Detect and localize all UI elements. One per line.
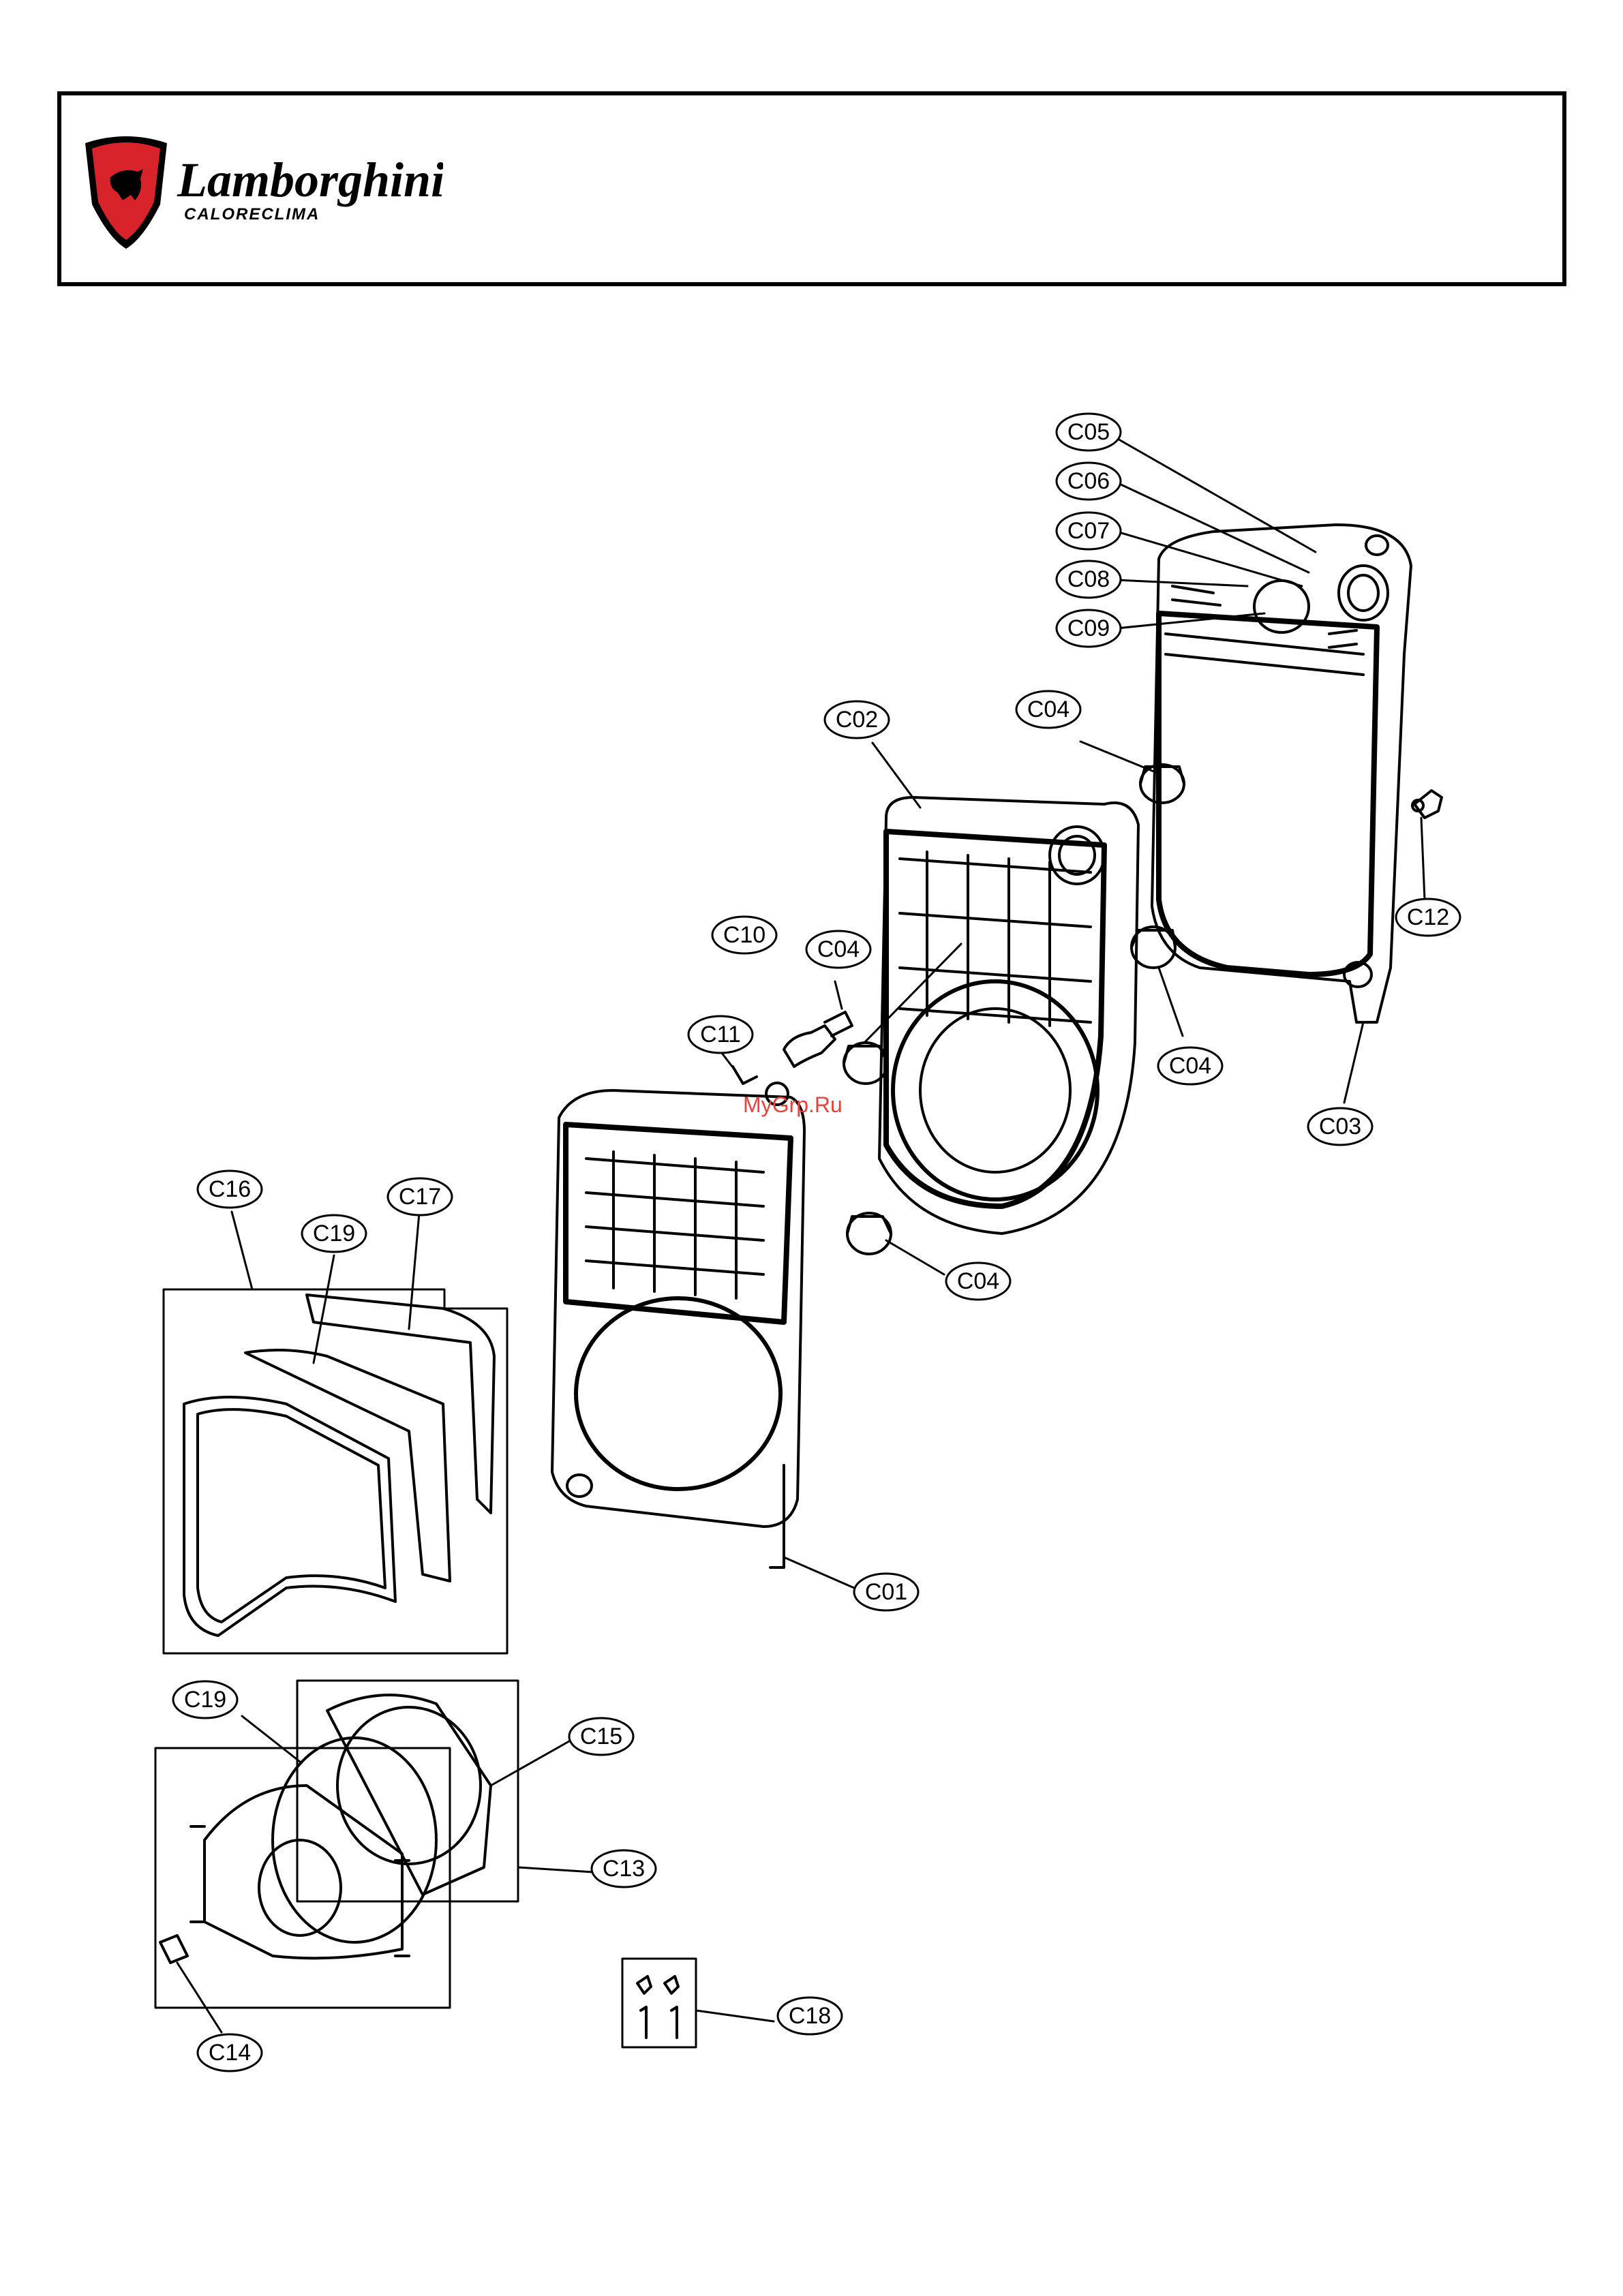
label-c15: C15 — [580, 1724, 622, 1749]
label-c04-top: C04 — [1027, 697, 1070, 722]
label-c10: C10 — [723, 922, 765, 948]
label-c02: C02 — [836, 707, 878, 733]
label-c19-upper: C19 — [313, 1221, 355, 1246]
label-c01: C01 — [865, 1579, 907, 1605]
label-c08: C08 — [1067, 566, 1110, 592]
label-c12: C12 — [1407, 904, 1449, 930]
label-c09: C09 — [1067, 615, 1110, 641]
label-c14: C14 — [209, 2040, 251, 2066]
label-c19-lower: C19 — [184, 1687, 226, 1713]
front-casting-c01 — [552, 1067, 804, 1567]
fitting-c10 — [784, 1012, 852, 1067]
label-c04-bottom: C04 — [957, 1268, 999, 1294]
label-c06: C06 — [1067, 468, 1110, 494]
burner-group-c13 — [155, 1681, 518, 2008]
gasket-kit-c16 — [164, 1289, 507, 1653]
label-c04-left: C04 — [817, 936, 860, 962]
watermark: MyGrp.Ru — [743, 1092, 843, 1117]
label-c03: C03 — [1319, 1114, 1361, 1139]
middle-section-c02 — [879, 797, 1138, 1234]
label-c13: C13 — [603, 1856, 645, 1882]
label-c07: C07 — [1067, 518, 1110, 544]
rear-casting-c03 — [1152, 525, 1411, 1022]
label-c16: C16 — [209, 1176, 251, 1202]
label-c04-right: C04 — [1169, 1053, 1211, 1079]
screw-kit-c18 — [622, 1959, 696, 2047]
label-c17: C17 — [399, 1184, 441, 1210]
label-c05: C05 — [1067, 419, 1110, 445]
label-c18: C18 — [789, 2003, 831, 2029]
label-c11: C11 — [700, 1022, 741, 1047]
drain-valve-c12 — [1412, 791, 1442, 818]
